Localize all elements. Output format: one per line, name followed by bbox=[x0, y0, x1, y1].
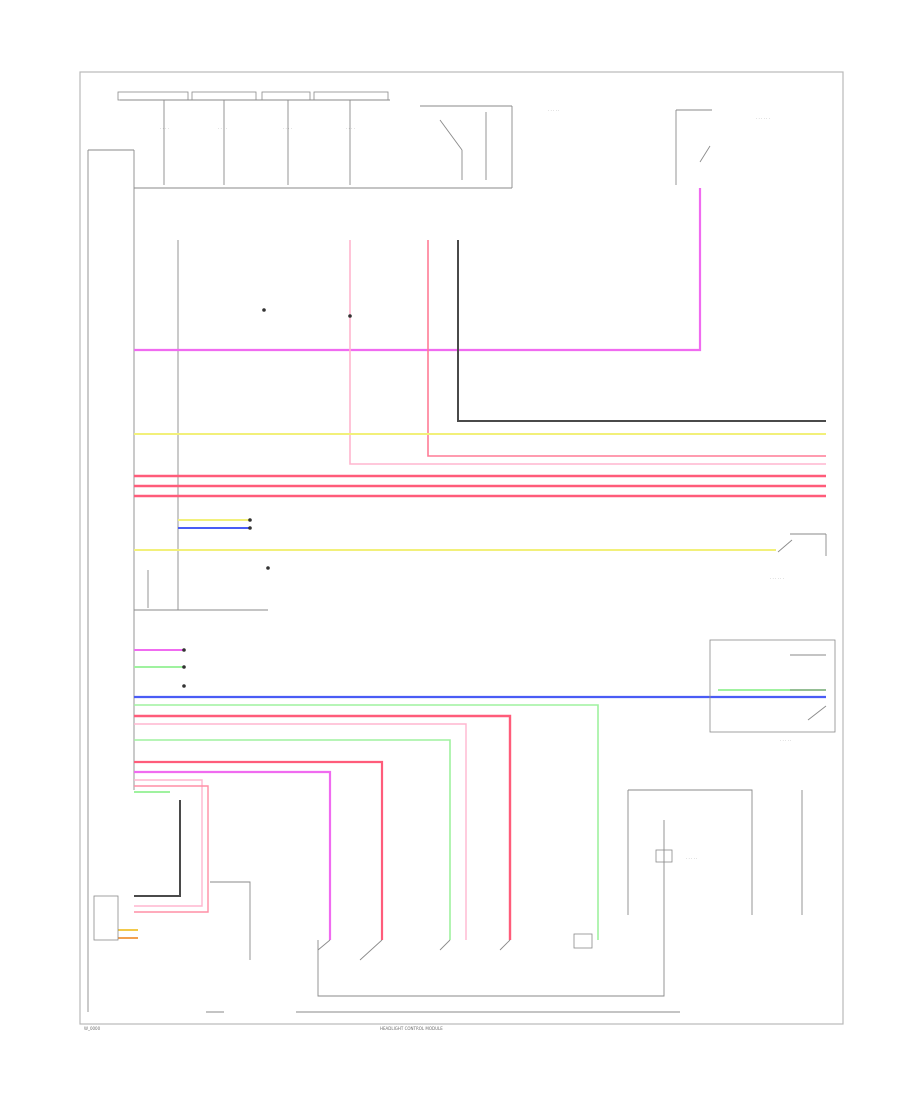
wire-green-long bbox=[134, 704, 599, 940]
wire-red-lower bbox=[134, 785, 209, 913]
wire-red-vertical bbox=[427, 240, 826, 457]
ground-marks bbox=[182, 308, 352, 688]
svg-text:· · · · · ·: · · · · · · bbox=[770, 576, 784, 581]
top-fuse-rail bbox=[87, 91, 712, 1012]
wire-magenta-top bbox=[134, 188, 702, 352]
lower-switch-block bbox=[296, 915, 680, 1013]
wire-magenta-down bbox=[134, 770, 332, 940]
svg-text:· · · ·: · · · · bbox=[160, 126, 169, 131]
svg-text:· · · ·: · · · · bbox=[346, 126, 355, 131]
wire-pink-down bbox=[134, 723, 467, 940]
wire-pink-lower bbox=[134, 779, 203, 907]
svg-text:· · · · ·: · · · · · bbox=[686, 856, 697, 861]
svg-text:· · · · ·: · · · · · bbox=[780, 738, 791, 743]
control-module-bus bbox=[134, 240, 268, 611]
wire-black bbox=[457, 240, 826, 422]
lower-left-relay bbox=[93, 881, 251, 1013]
headlight-relay: · · · · · bbox=[627, 789, 803, 915]
svg-text:· · · ·: · · · · bbox=[283, 126, 292, 131]
top-text-labels: · · · · · · · · · · · · · · · · · · · · … bbox=[160, 108, 770, 131]
svg-text:· · · · · ·: · · · · · · bbox=[756, 116, 770, 121]
svg-text:· · · ·: · · · · bbox=[218, 126, 227, 131]
diagram-frame bbox=[79, 71, 844, 1025]
headlight-beam-switch: · · · · · · bbox=[770, 533, 827, 581]
wire-red-down-2 bbox=[134, 760, 384, 940]
dimmer-switch: · · · · · bbox=[709, 639, 836, 743]
footer-label: HEADLIGHT CONTROL MODULE bbox=[380, 1026, 443, 1031]
wire-red-down bbox=[134, 714, 512, 940]
wire-black-lower bbox=[134, 800, 181, 897]
svg-text:· · · · ·: · · · · · bbox=[548, 108, 559, 113]
wire-green-down bbox=[134, 739, 451, 940]
wire-pink-vertical bbox=[349, 240, 826, 465]
page-code: W_0000 bbox=[84, 1026, 101, 1031]
